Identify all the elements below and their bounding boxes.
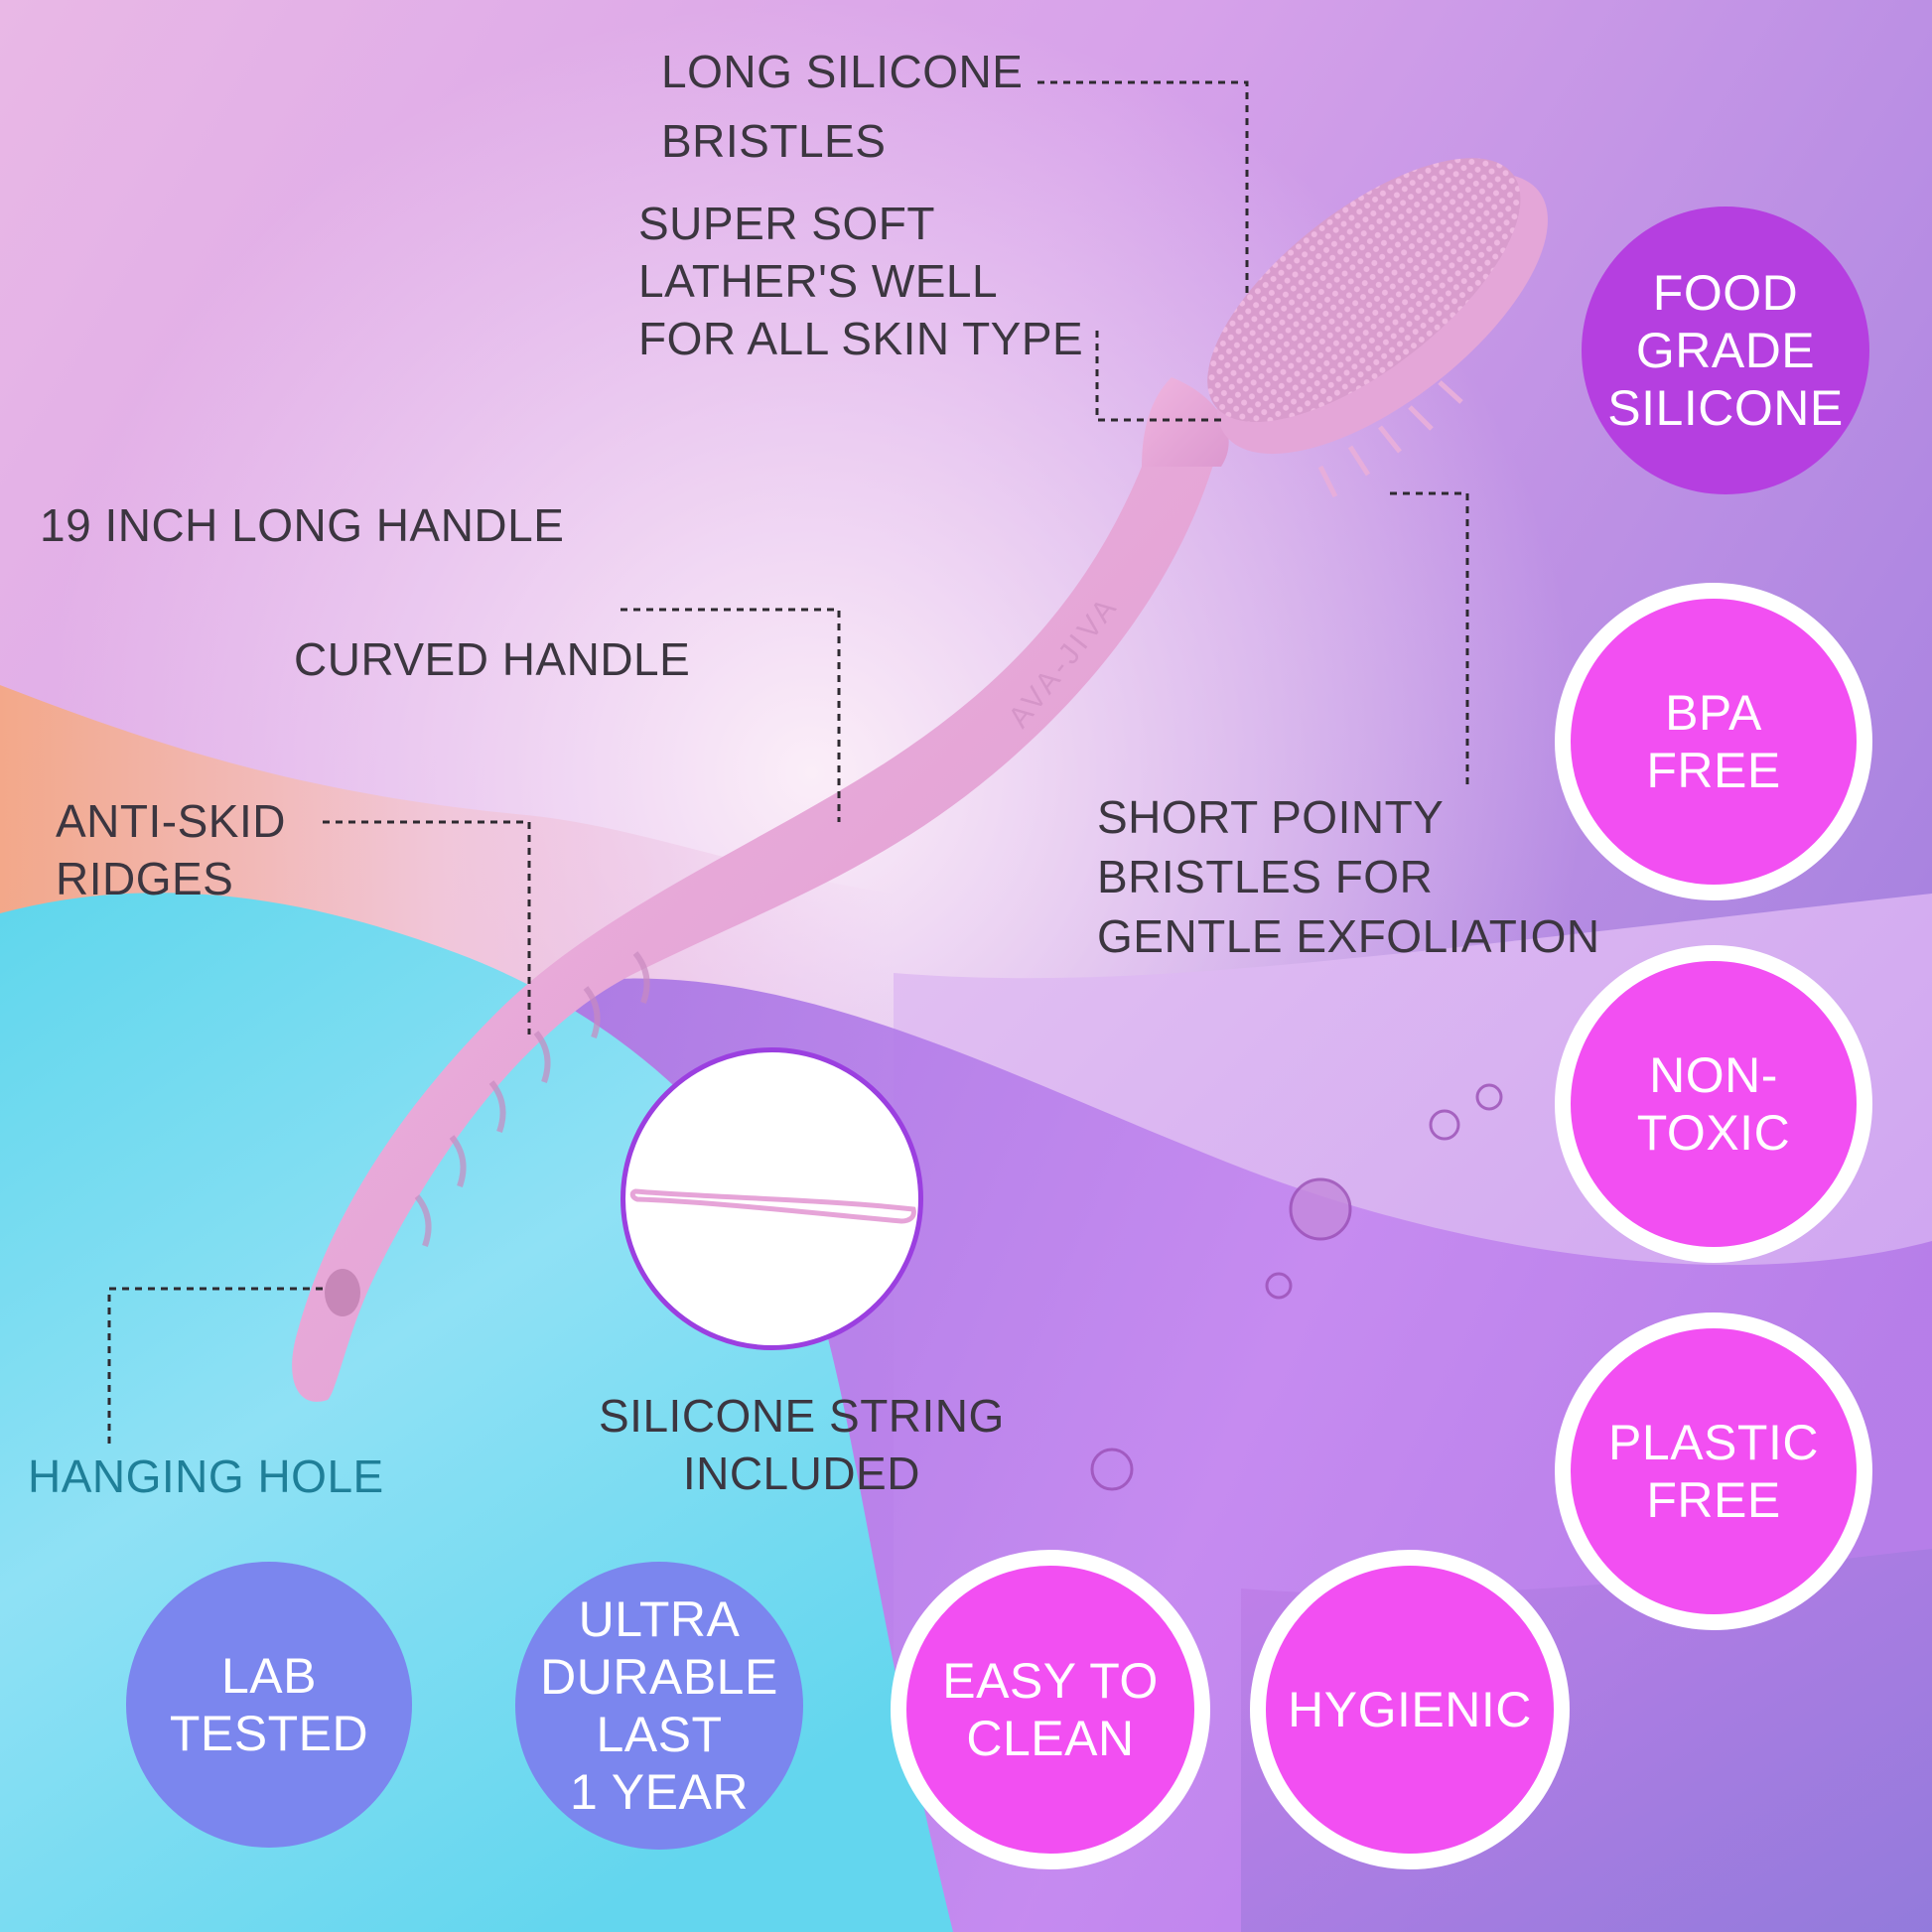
callout-silicone-string: SILICONE STRING INCLUDED	[599, 1390, 1005, 1499]
badge-easy-to-clean: EASY TO CLEAN	[891, 1550, 1210, 1869]
badge-food-grade-silicone: FOOD GRADE SILICONE	[1582, 207, 1869, 494]
callout-short-pointy-bristles: SHORT POINTY BRISTLES FOR GENTLE EXFOLIA…	[1097, 791, 1600, 962]
hanging-hole	[325, 1269, 360, 1316]
silicone-string-inset	[621, 1047, 923, 1350]
badge-bpa-free-label: BPA FREE	[1646, 685, 1781, 798]
badge-food-grade-label: FOOD GRADE SILICONE	[1607, 265, 1844, 436]
callout-long-silicone-bristles: LONG SILICONE BRISTLES	[661, 46, 1024, 167]
badge-easy-to-clean-label: EASY TO CLEAN	[942, 1653, 1159, 1766]
badge-hygienic: HYGIENIC	[1250, 1550, 1570, 1869]
callout-hanging-hole: HANGING HOLE	[28, 1450, 384, 1502]
badge-plastic-free: PLASTIC FREE	[1555, 1312, 1872, 1630]
callout-anti-skid-ridges: ANTI-SKID RIDGES	[56, 795, 286, 904]
brush-bristle-face	[1207, 158, 1521, 423]
short-pointy-bristles	[1317, 380, 1463, 498]
silicone-string-loop	[629, 1188, 916, 1224]
badge-ultra-durable: ULTRA DURABLE LAST 1 YEAR	[515, 1562, 803, 1850]
badge-plastic-free-label: PLASTIC FREE	[1608, 1415, 1819, 1528]
brush-handle	[292, 437, 1221, 1402]
badge-hygienic-label: HYGIENIC	[1288, 1682, 1532, 1737]
badge-bpa-free: BPA FREE	[1555, 583, 1872, 900]
badge-ultra-durable-label: ULTRA DURABLE LAST 1 YEAR	[540, 1591, 778, 1820]
callout-19-inch-handle: 19 INCH LONG HANDLE	[40, 499, 565, 551]
badge-non-toxic: NON- TOXIC	[1555, 945, 1872, 1263]
badge-non-toxic-label: NON- TOXIC	[1636, 1047, 1791, 1161]
callout-curved-handle: CURVED HANDLE	[294, 633, 691, 685]
anti-skid-ridges	[414, 951, 650, 1248]
water-bubbles	[1090, 1083, 1503, 1491]
callout-super-soft: SUPER SOFT LATHER'S WELL FOR ALL SKIN TY…	[638, 198, 1084, 364]
badge-lab-tested-label: LAB TESTED	[169, 1648, 369, 1761]
badge-lab-tested: LAB TESTED	[126, 1562, 412, 1848]
